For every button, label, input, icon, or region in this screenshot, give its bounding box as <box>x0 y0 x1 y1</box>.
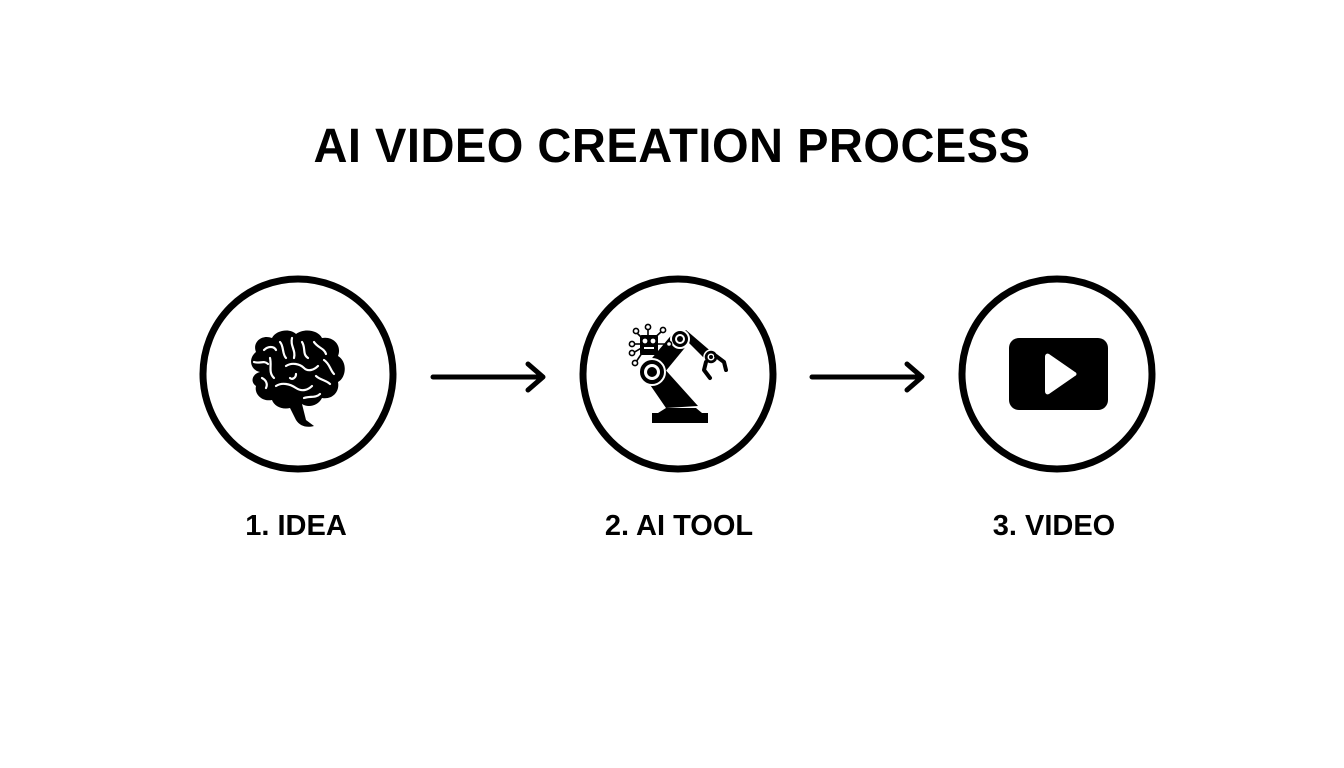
robot-arm-icon <box>579 275 777 473</box>
step-label-ai-tool: 2. AI TOOL <box>604 510 754 542</box>
brain-icon <box>199 275 397 473</box>
step-video-node <box>957 274 1157 474</box>
ai-chip-icon <box>628 323 673 367</box>
step-label-idea: 1. IDEA <box>245 510 347 542</box>
play-video-icon <box>958 275 1156 473</box>
arrow-right-icon <box>430 361 546 393</box>
step-idea-node <box>198 274 398 474</box>
arrow-right-icon <box>809 361 925 393</box>
diagram-title: AI VIDEO CREATION PROCESS <box>313 120 1031 173</box>
step-ai-tool-node <box>578 274 778 474</box>
step-label-video: 3. VIDEO <box>992 510 1116 542</box>
